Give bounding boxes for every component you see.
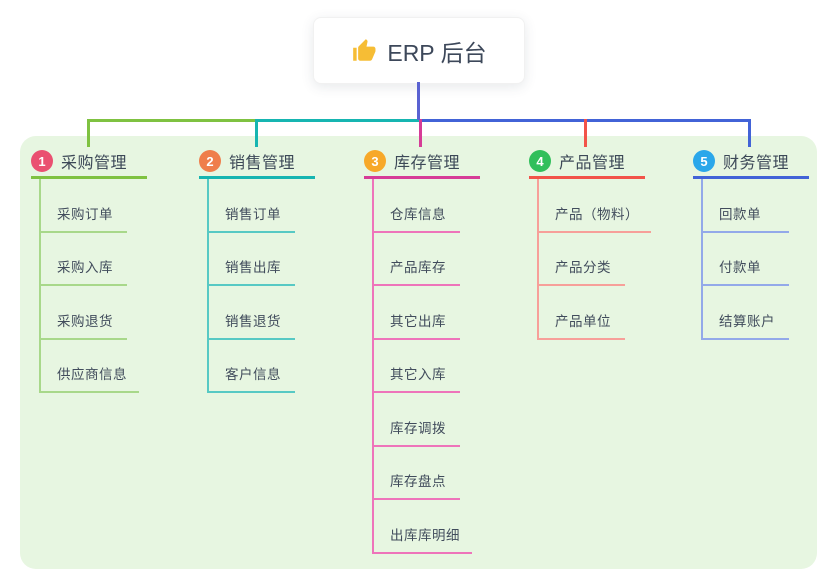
branch-connector-drop xyxy=(584,119,587,147)
child-node-label: 客户信息 xyxy=(225,367,281,382)
branch-title-label: 财务管理 xyxy=(723,155,790,172)
branch-title-node[interactable]: 2 销售管理 xyxy=(199,146,315,179)
branch-children: 回款单付款单结算账户 xyxy=(701,179,839,340)
branch-4: 4 产品管理产品（物料） 产品分类产品单位 xyxy=(529,146,689,340)
branch-title-label: 库存管理 xyxy=(394,155,461,172)
child-node-label: 其它入库 xyxy=(390,367,446,382)
child-node-label: 产品单位 xyxy=(555,313,611,329)
child-node-label: 采购入库 xyxy=(57,260,113,275)
branch-title-node[interactable]: 5 财务管理 xyxy=(693,146,809,179)
child-node[interactable]: 产品（物料） xyxy=(539,179,651,233)
branch-number-badge: 1 xyxy=(31,150,53,172)
child-node[interactable]: 库存调拨 xyxy=(374,393,460,447)
branch-title-label: 销售管理 xyxy=(229,155,296,172)
branch-children: 产品（物料） 产品分类产品单位 xyxy=(537,179,689,340)
branch-number-badge: 2 xyxy=(199,150,221,172)
child-node-label: 销售退货 xyxy=(225,313,281,329)
child-node[interactable]: 结算账户 xyxy=(703,286,789,340)
root-title: ERP 后台 xyxy=(387,39,487,66)
child-node[interactable]: 销售订单 xyxy=(209,179,295,233)
branch-number-badge: 5 xyxy=(693,150,715,172)
child-node[interactable]: 回款单 xyxy=(703,179,789,233)
child-node[interactable]: 采购订单 xyxy=(41,179,127,233)
branch-children: 采购订单采购入库采购退货供应商信息 xyxy=(39,179,191,393)
branch-5: 5 财务管理回款单付款单结算账户 xyxy=(693,146,839,340)
child-node[interactable]: 其它入库 xyxy=(374,340,460,393)
branch-connector-horizontal xyxy=(87,119,255,122)
branch-connector-drop xyxy=(748,119,751,147)
child-node-label: 产品分类 xyxy=(555,260,611,275)
branches-panel xyxy=(20,136,817,569)
branch-title-label: 采购管理 xyxy=(61,155,128,172)
child-node-label: 出库库明细 xyxy=(390,527,460,543)
branch-connector-drop xyxy=(255,119,258,147)
child-node[interactable]: 产品分类 xyxy=(539,233,625,286)
branch-1: 1 采购管理采购订单采购入库采购退货供应商信息 xyxy=(31,146,191,393)
child-node[interactable]: 产品单位 xyxy=(539,286,625,340)
child-node[interactable]: 其它出库 xyxy=(374,286,460,340)
child-node[interactable]: 客户信息 xyxy=(209,340,295,393)
branch-title-node[interactable]: 4 产品管理 xyxy=(529,146,645,179)
child-node[interactable]: 采购退货 xyxy=(41,286,127,340)
branch-number-badge: 3 xyxy=(364,150,386,172)
child-node[interactable]: 仓库信息 xyxy=(374,179,460,233)
child-node-label: 结算账户 xyxy=(719,313,775,329)
child-node[interactable]: 产品库存 xyxy=(374,233,460,286)
child-node-label: 产品库存 xyxy=(390,260,446,275)
child-node-label: 采购订单 xyxy=(57,206,113,222)
branch-children: 销售订单销售出库销售退货客户信息 xyxy=(207,179,359,393)
child-node[interactable]: 供应商信息 xyxy=(41,340,139,393)
child-node-label: 其它出库 xyxy=(390,313,446,329)
child-node-label: 供应商信息 xyxy=(57,367,127,382)
branch-connector-drop xyxy=(419,119,422,147)
child-node-label: 回款单 xyxy=(719,206,761,222)
child-node-label: 销售订单 xyxy=(225,206,281,222)
child-node[interactable]: 付款单 xyxy=(703,233,789,286)
branch-children: 仓库信息产品库存其它出库其它入库库存调拨库存盘点出库库明细 xyxy=(372,179,524,554)
child-node-label: 仓库信息 xyxy=(390,206,446,222)
child-node[interactable]: 库存盘点 xyxy=(374,447,460,500)
child-node-label: 采购退货 xyxy=(57,313,113,329)
root-node-erp[interactable]: ERP 后台 xyxy=(313,17,525,84)
branch-2: 2 销售管理销售订单销售出库销售退货客户信息 xyxy=(199,146,359,393)
child-node-label: 库存盘点 xyxy=(390,474,446,489)
child-node-label: 产品（物料） xyxy=(555,206,639,222)
branch-connector-drop xyxy=(87,119,90,147)
child-node-label: 付款单 xyxy=(719,260,761,275)
thumbs-up-icon xyxy=(351,38,377,64)
child-node[interactable]: 出库库明细 xyxy=(374,500,472,554)
branch-connector-horizontal xyxy=(255,119,419,122)
root-connector-line xyxy=(417,82,420,120)
child-node-label: 销售出库 xyxy=(225,260,281,275)
child-node[interactable]: 采购入库 xyxy=(41,233,127,286)
child-node[interactable]: 销售退货 xyxy=(209,286,295,340)
child-node-label: 库存调拨 xyxy=(390,420,446,436)
branch-title-node[interactable]: 1 采购管理 xyxy=(31,146,147,179)
child-node[interactable]: 销售出库 xyxy=(209,233,295,286)
branch-title-node[interactable]: 3 库存管理 xyxy=(364,146,480,179)
branch-number-badge: 4 xyxy=(529,150,551,172)
branch-3: 3 库存管理仓库信息产品库存其它出库其它入库库存调拨库存盘点出库库明细 xyxy=(364,146,524,554)
branch-title-label: 产品管理 xyxy=(559,155,626,172)
